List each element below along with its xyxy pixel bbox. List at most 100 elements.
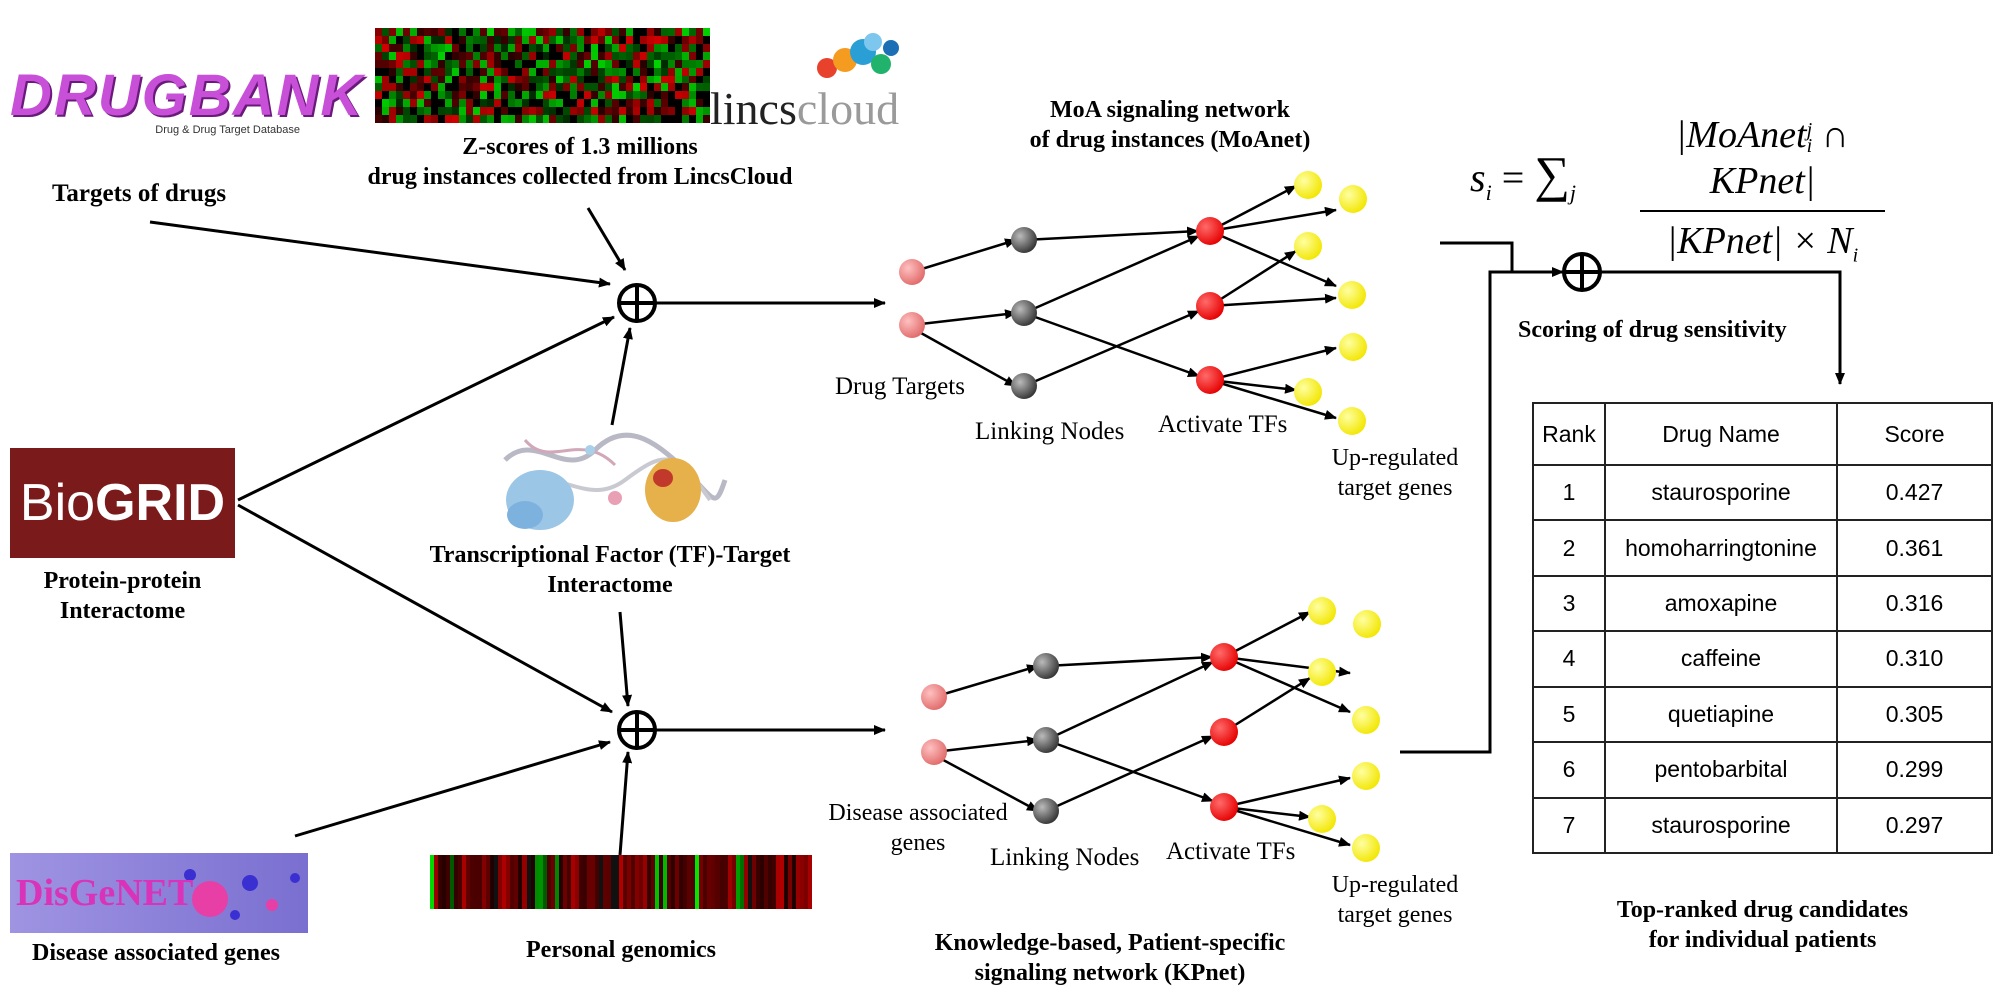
- arrow-tf-to-top-combiner: [610, 327, 633, 426]
- arrow-biogrid-to-bottom-combiner: [237, 503, 613, 714]
- arrow-tf-to-bottom-combiner: [618, 611, 633, 707]
- tf-interactome-label: Transcriptional Factor (TF)-Target Inter…: [410, 540, 810, 600]
- target-gene-node: [1339, 185, 1367, 213]
- lincs-logo-text: lincs: [710, 83, 797, 134]
- target-gene-node: [1294, 232, 1322, 260]
- target-gene-node: [1339, 333, 1367, 361]
- target-gene-node: [1308, 597, 1336, 625]
- score-cell: 0.361: [1836, 519, 1993, 577]
- arrow-scoring-to-table: [1600, 270, 1845, 385]
- bottom-combiner-inputs: [237, 503, 633, 856]
- drug-name-cell: staurosporine: [1604, 796, 1838, 855]
- linking-node: [1011, 300, 1037, 326]
- score-cell: 0.310: [1836, 630, 1993, 688]
- arrow-disgenet-to-combiner: [294, 740, 611, 838]
- formula-numerator-main: |MoAnet: [1675, 114, 1807, 156]
- rank-cell: 4: [1532, 630, 1606, 688]
- target-gene-node: [1294, 378, 1322, 406]
- drug-name-cell: quetiapine: [1604, 685, 1838, 744]
- formula-s: s: [1470, 155, 1486, 200]
- genomics-heatmap: [430, 855, 812, 909]
- kpnet-title-line1: Knowledge-based, Patient-specific: [934, 930, 1286, 956]
- drugbank-logo-title: DRUGBANK: [10, 63, 365, 128]
- kpnet-nodes: [921, 597, 1381, 862]
- moanet-activate-tfs-label: Activate TFs: [1158, 411, 1288, 438]
- line-kpnet-to-scoring: [1400, 270, 1518, 754]
- formula-numerator-sub: i: [1806, 135, 1813, 158]
- moanet-title: MoA signaling network of drug instances …: [1005, 95, 1335, 155]
- score-cell: 0.427: [1836, 463, 1993, 522]
- target-gene-node: [1352, 834, 1380, 862]
- rank-cell: 6: [1532, 741, 1606, 799]
- formula-denominator: |KPnet| × Ni: [1640, 212, 1885, 279]
- disgenet-logo-text: DisGeNET: [16, 872, 194, 914]
- zscores-label-line2: drug instances collected from LincsCloud: [367, 164, 793, 190]
- combine-icon: [617, 710, 657, 750]
- moanet-edges: [911, 184, 1337, 420]
- tf-node: [1196, 217, 1224, 245]
- score-cell: 0.297: [1836, 796, 1993, 855]
- linking-node: [1011, 373, 1037, 399]
- zscore-heatmap: [375, 28, 710, 123]
- personal-genomics-label: Personal genomics: [526, 937, 716, 963]
- tf-node: [1210, 643, 1238, 671]
- target-gene-node: [1294, 171, 1322, 199]
- kpnet-upregulated-line1: Up-regulated: [1331, 872, 1459, 898]
- moanet-title-line2: of drug instances (MoAnet): [1029, 127, 1311, 153]
- top-combiner-inputs: [149, 207, 633, 502]
- tf-label-line2: Interactome: [547, 572, 673, 598]
- target-gene-node: [1353, 610, 1381, 638]
- rank-cell: 2: [1532, 519, 1606, 577]
- kpnet-activate-tfs-label: Activate TFs: [1166, 838, 1296, 865]
- drug-target-node: [899, 312, 925, 338]
- disease-genes-label: Disease associated genes: [32, 940, 280, 966]
- target-gene-node: [1352, 706, 1380, 734]
- drugbank-logo-subtitle: Drug & Drug Target Database: [155, 124, 300, 136]
- rank-cell: 5: [1532, 685, 1606, 744]
- target-gene-node: [1308, 805, 1336, 833]
- cloud-logo-text: cloud: [796, 83, 900, 134]
- tf-label-line1: Transcriptional Factor (TF)-Target: [429, 542, 791, 568]
- drug-target-node: [899, 259, 925, 285]
- formula-equals: =: [1501, 155, 1525, 200]
- arrow-lincs-to-combiner: [586, 207, 627, 271]
- drug-name-cell: amoxapine: [1604, 574, 1838, 633]
- rank-cell: 7: [1532, 796, 1606, 855]
- results-caption-line2: for individual patients: [1648, 927, 1877, 953]
- kpnet-linking-nodes-label: Linking Nodes: [990, 844, 1140, 871]
- kpnet-disease-line2: genes: [890, 830, 946, 856]
- ppi-label-line1: Protein-protein: [43, 568, 202, 594]
- lincscloud-logo: lincscloud: [710, 82, 899, 135]
- disease-gene-node: [921, 739, 947, 765]
- header-drug-name: Drug Name: [1604, 402, 1838, 466]
- formula-numerator-sup: j: [1806, 119, 1813, 142]
- kpnet-edges: [933, 610, 1351, 847]
- kpnet-title-line2: signaling network (KPnet): [974, 960, 1246, 986]
- kpnet-upregulated-line2: target genes: [1337, 902, 1453, 928]
- drug-targets-label: Drug Targets: [835, 373, 965, 400]
- combine-icon: [1562, 252, 1602, 292]
- zscores-label: Z-scores of 1.3 millions drug instances …: [340, 132, 820, 192]
- kpnet-title: Knowledge-based, Patient-specific signal…: [900, 928, 1320, 988]
- moanet-upregulated-line2: target genes: [1337, 475, 1453, 501]
- moanet-linking-nodes-label: Linking Nodes: [975, 418, 1125, 445]
- score-cell: 0.305: [1836, 685, 1993, 744]
- combine-icon: [617, 283, 657, 323]
- arrow-biogrid-to-top-combiner: [237, 315, 615, 502]
- results-caption-line1: Top-ranked drug candidates: [1616, 897, 1909, 923]
- tf-node: [1210, 718, 1238, 746]
- moanet-nodes: [899, 171, 1367, 435]
- tf-node: [1196, 292, 1224, 320]
- formula-s-sub: i: [1485, 180, 1492, 205]
- kpnet-disease-line1: Disease associated: [828, 800, 1008, 826]
- tf-structure-illustration: [503, 432, 728, 530]
- tf-node: [1196, 366, 1224, 394]
